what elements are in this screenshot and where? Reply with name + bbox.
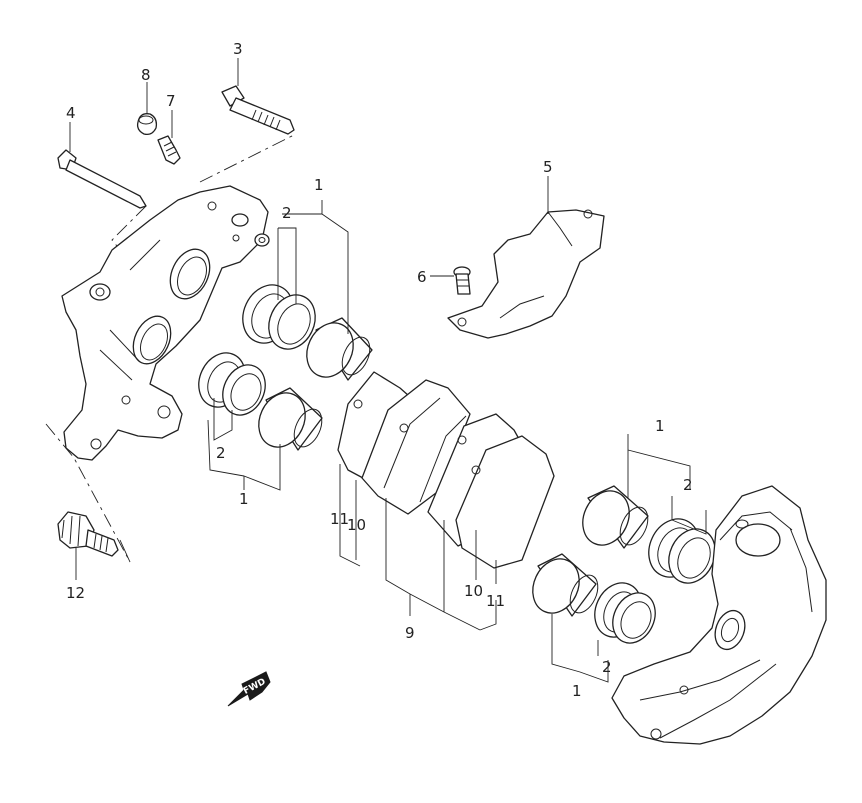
callout-11-right: 11 — [486, 592, 505, 610]
brake-pad-right[interactable] — [455, 435, 555, 569]
mounting-bolt-12[interactable] — [57, 511, 119, 557]
callout-10-right: 10 — [464, 582, 483, 600]
piston-seal-lower-left[interactable] — [190, 345, 273, 422]
caliper-outer-half[interactable] — [611, 485, 827, 745]
callout-12: 12 — [66, 584, 85, 602]
callout-2-right: 2 — [683, 476, 693, 494]
callout-9: 9 — [405, 624, 415, 642]
piston-seal-upper-left[interactable] — [234, 277, 324, 357]
piston-seal-lower-right[interactable] — [586, 575, 663, 650]
callout-2-left: 2 — [216, 444, 226, 462]
callout-5: 5 — [543, 158, 553, 176]
callout-1-left: 1 — [239, 490, 249, 508]
screw-6[interactable] — [453, 266, 471, 295]
callout-1-top: 1 — [314, 176, 324, 194]
bleeder-valve-7[interactable] — [157, 135, 181, 165]
piston-upper-right[interactable] — [574, 483, 653, 552]
callout-1-bottom: 1 — [572, 682, 582, 700]
piston-lower-right[interactable] — [524, 551, 603, 620]
piston-upper-left[interactable] — [298, 315, 375, 384]
callout-8: 8 — [141, 66, 151, 84]
callout-10-left: 10 — [347, 516, 366, 534]
piston-lower-left[interactable] — [250, 385, 327, 454]
callout-1-right: 1 — [655, 417, 665, 435]
callout-4: 4 — [66, 104, 76, 122]
piston-seal-upper-right[interactable] — [640, 511, 724, 591]
callout-11-left: 11 — [330, 510, 349, 528]
pad-pin-4[interactable] — [57, 149, 147, 209]
cap-8[interactable] — [136, 113, 158, 136]
callout-6: 6 — [417, 268, 427, 286]
callout-3: 3 — [233, 40, 243, 58]
fwd-arrow-icon: FWD — [227, 671, 271, 707]
washer — [254, 233, 270, 247]
bolt-3[interactable] — [221, 85, 295, 135]
callout-2-bottom: 2 — [602, 658, 612, 676]
callout-2-top: 2 — [282, 204, 292, 222]
callout-7: 7 — [166, 92, 176, 110]
pad-spring-bracket-5[interactable] — [447, 209, 605, 339]
caliper-inner-half[interactable] — [61, 185, 269, 461]
